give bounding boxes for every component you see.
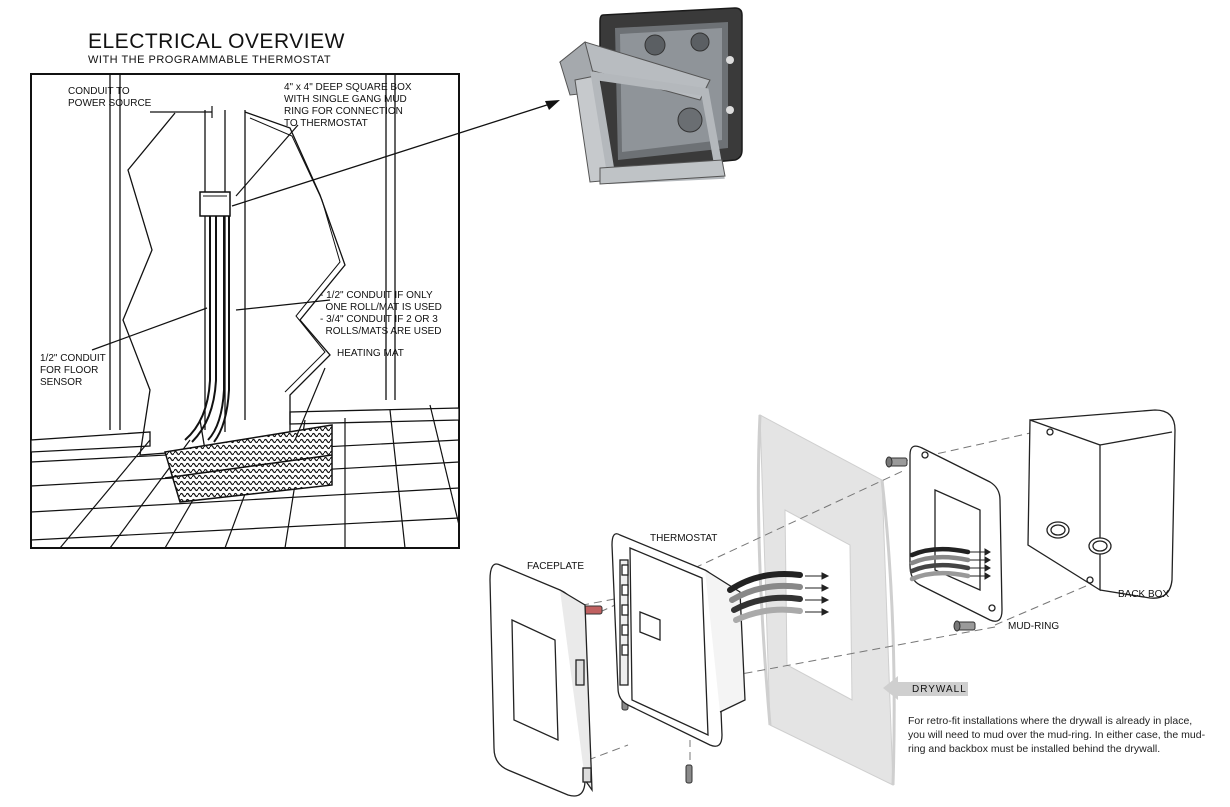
label-thermostat: THERMOSTAT	[650, 533, 718, 544]
baseboard	[30, 407, 460, 453]
overview-title: ELECTRICAL OVERVIEW	[88, 30, 345, 53]
arrow-to-box-photo	[231, 103, 551, 207]
label-drywall: DRYWALL	[912, 684, 967, 695]
thermostat-wires	[727, 571, 803, 623]
overview-frame	[30, 73, 460, 549]
faceplate	[489, 563, 593, 797]
leader-lines	[91, 106, 331, 441]
conduits	[184, 215, 230, 443]
callout-floor-sensor: 1/2" CONDUIT FOR FLOOR SENSOR	[40, 353, 106, 388]
mud-ring	[909, 445, 1003, 622]
back-box	[1027, 409, 1176, 599]
retrofit-note: For retro-fit installations where the dr…	[908, 715, 1206, 755]
label-mud-ring: MUD-RING	[1008, 621, 1060, 632]
callout-heating-mat: HEATING MAT	[337, 348, 404, 359]
callout-conduit-mat: - 1/2" CONDUIT IF ONLY ONE ROLL/MAT IS U…	[320, 290, 442, 337]
label-faceplate: FACEPLATE	[527, 561, 585, 572]
drywall-arrow	[883, 676, 968, 700]
drywall-cutout-right	[244, 111, 346, 440]
label-back-box: BACK BOX	[1118, 589, 1170, 600]
overview-subtitle: WITH THE PROGRAMMABLE THERMOSTAT	[88, 54, 332, 66]
callout-conduit-power: CONDUIT TO POWER SOURCE	[68, 86, 152, 109]
heating-mat	[164, 424, 333, 503]
thermostat-body	[611, 533, 746, 747]
callout-square-box: 4" x 4" DEEP SQUARE BOX WITH SINGLE GANG…	[284, 82, 412, 129]
mud-ring-wires	[909, 546, 971, 582]
